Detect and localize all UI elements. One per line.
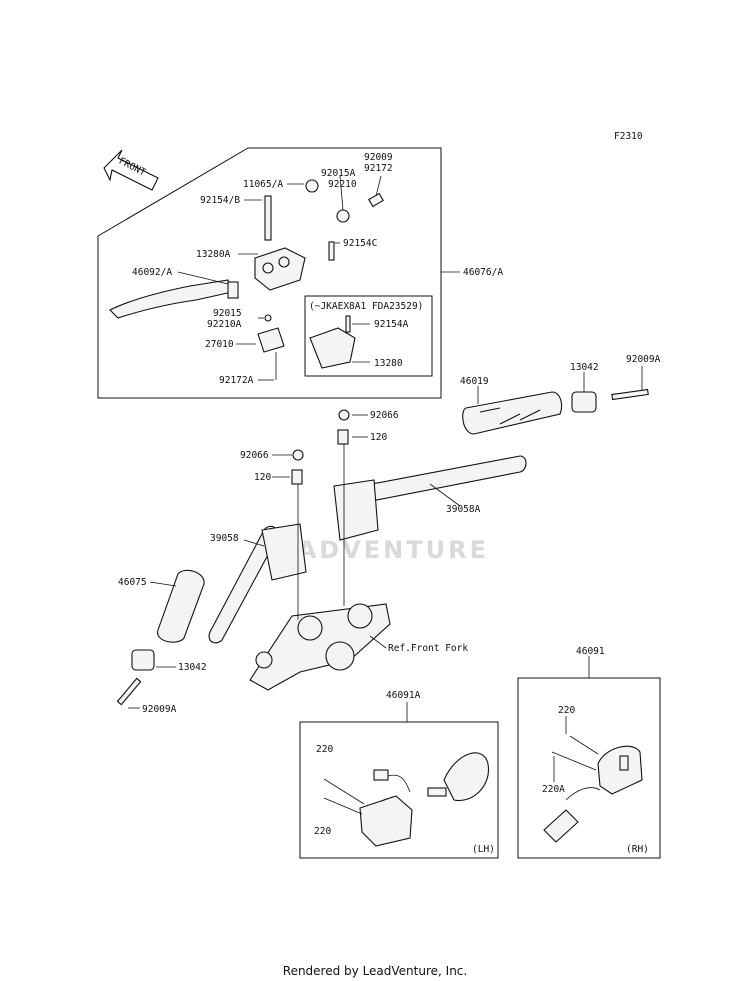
cap-11065a (305, 179, 319, 193)
grip-end-13042-bot (131, 649, 155, 671)
handlebar-right-39058a (339, 455, 527, 507)
label-220-rh: 220 (558, 705, 575, 716)
label-13042-top: 13042 (570, 362, 599, 373)
label-92009a-bot: 92009A (142, 704, 177, 715)
label-92015a: 92015A (321, 168, 356, 179)
label-220a: 220A (542, 784, 565, 795)
screw-92009a (611, 388, 649, 401)
switch-27010 (257, 327, 285, 353)
label-92015: 92015 (213, 308, 242, 319)
label-92066-b: 92066 (240, 450, 269, 461)
label-120-a: 120 (370, 432, 387, 443)
label-46076a: 46076/A (463, 267, 503, 278)
pivot-bolt (227, 281, 239, 299)
label-27010: 27010 (205, 339, 234, 350)
label-92009a-top: 92009A (626, 354, 661, 365)
label-220-lh2: 220 (314, 826, 331, 837)
washer-92066-a (338, 409, 350, 421)
screw-92172 (368, 192, 384, 208)
label-92172: 92172 (364, 163, 393, 174)
label-46092a: 46092/A (132, 267, 172, 278)
label-92066-a: 92066 (370, 410, 399, 421)
lh-switch-lens (443, 752, 490, 802)
label-120-b: 120 (254, 472, 271, 483)
front-arrow-icon: FRONT (103, 149, 159, 191)
bolt-92154b (264, 195, 272, 241)
label-39058a: 39058A (446, 504, 481, 515)
figure-code: F2310 (614, 131, 643, 142)
rh-connector (543, 809, 579, 843)
grip-end-13042 (571, 391, 597, 413)
washer-92066-b (292, 449, 304, 461)
bolt-120-b (291, 469, 303, 485)
label-rh: (RH) (626, 844, 649, 855)
label-220-lh1: 220 (316, 744, 333, 755)
lh-switch-frame (299, 721, 499, 859)
leader-lines (177, 175, 382, 381)
label-39058: 39058 (210, 533, 239, 544)
label-13280: 13280 (374, 358, 403, 369)
label-92154a: 92154A (374, 319, 409, 330)
label-92009: 92009 (364, 152, 393, 163)
label-92172a: 92172A (219, 375, 254, 386)
throttle-grip-46019 (462, 391, 563, 435)
label-92154c: 92154C (343, 238, 377, 249)
lh-connector (373, 769, 389, 781)
handle-clamp-left (261, 523, 307, 581)
bolt-92154c (328, 241, 335, 261)
label-46075: 46075 (118, 577, 147, 588)
label-92154b: 92154/B (200, 195, 240, 206)
screw-92009a-bot (116, 677, 142, 706)
ref-front-fork: Ref.Front Fork (388, 643, 468, 654)
inset-title: (~JKAEX8A1 FDA23529) (309, 301, 423, 312)
label-lh: (LH) (472, 844, 495, 855)
master-cylinder-body (254, 247, 306, 291)
inset-frame (304, 295, 433, 377)
label-13280a: 13280A (196, 249, 231, 260)
holder-13280 (309, 327, 356, 369)
label-13042-bot: 13042 (178, 662, 207, 673)
footer-credit: Rendered by LeadVenture, Inc. (282, 964, 468, 978)
label-46091a: 46091A (386, 690, 421, 701)
master-cylinder-frame (97, 147, 442, 399)
label-46019: 46019 (460, 376, 489, 387)
washer-92015a (336, 209, 350, 223)
label-92210a: 92210A (207, 319, 242, 330)
label-11065a: 11065/A (243, 179, 283, 190)
handle-clamp-right (333, 479, 379, 541)
label-92210: 92210 (328, 179, 357, 190)
bolt-120-a (337, 429, 349, 445)
label-46091: 46091 (576, 646, 605, 657)
lh-switch-housing (359, 795, 413, 847)
grip-left-46075 (157, 569, 205, 643)
